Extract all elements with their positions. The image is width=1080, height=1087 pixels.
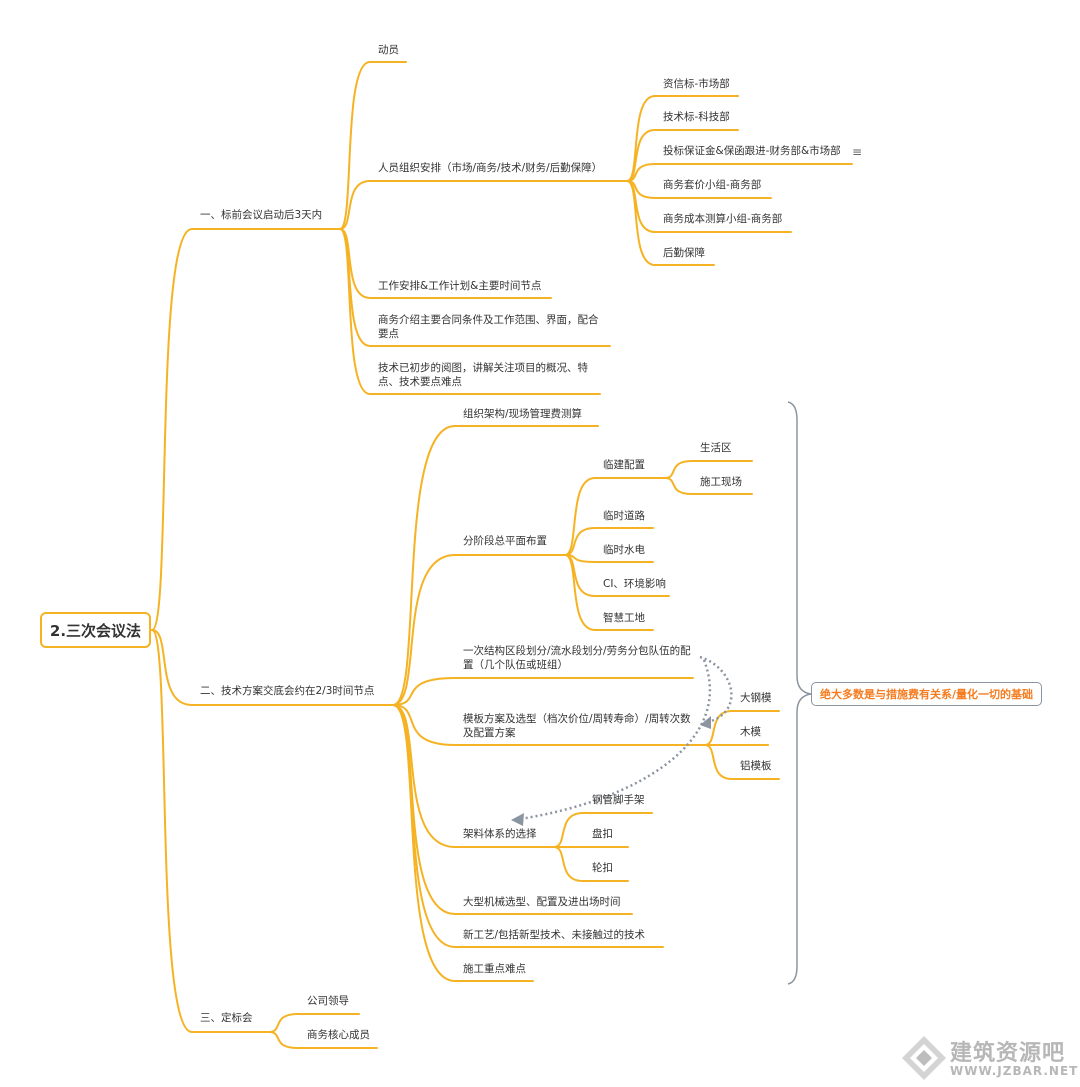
b1-connector xyxy=(339,228,601,395)
root-topic[interactable]: 2.三次会议法 xyxy=(40,612,151,648)
diamond-logo-icon xyxy=(902,1036,946,1080)
b2-formwork-item[interactable]: 大钢模 xyxy=(740,692,772,704)
b3-item[interactable]: 公司领导 xyxy=(307,995,349,1007)
main-branch-line xyxy=(151,629,394,706)
b1-staffing[interactable]: 人员组织安排（市场/商务/技术/财务/后勤保障） xyxy=(378,162,603,174)
watermark: 建筑资源吧 WWW.JZBAR.NET xyxy=(900,1032,1079,1084)
b2-layout-item[interactable]: CI、环境影响 xyxy=(603,578,666,590)
main-branch-line xyxy=(151,228,341,631)
b1-connector xyxy=(339,61,407,230)
b2-temp-facilities-item[interactable]: 生活区 xyxy=(700,442,732,454)
b2-key-difficulties[interactable]: 施工重点难点 xyxy=(463,963,526,975)
b1-commercial-intro[interactable]: 商务介绍主要合同条件及工作范围、界面，配合要点 xyxy=(378,314,599,340)
b1-technical-review[interactable]: 技术已初步的阅图，讲解关注项目的概况、特点、技术要点难点 xyxy=(378,362,588,388)
branch-3-label[interactable]: 三、定标会 xyxy=(200,1012,253,1024)
summary-callout[interactable]: 绝大多数是与措施费有关系/量化一切的基础 xyxy=(811,682,1042,706)
b2-formwork-connector xyxy=(704,710,780,746)
b2-layout-connector xyxy=(564,554,654,631)
b1-staffing-connector xyxy=(626,129,739,182)
b1-staffing-connector xyxy=(626,163,853,182)
b2-scaffold-item[interactable]: 盘扣 xyxy=(592,828,613,840)
b2-connector xyxy=(392,704,555,848)
note-icon[interactable]: ≡ xyxy=(852,145,863,159)
b2-scaffold-connector xyxy=(553,812,653,848)
b2-layout-item[interactable]: 临时道路 xyxy=(603,510,645,522)
b2-layout-item[interactable]: 智慧工地 xyxy=(603,612,645,624)
b2-connector xyxy=(392,704,534,982)
summary-bracket xyxy=(787,401,812,985)
relation-line-scaffold xyxy=(519,659,712,821)
b2-facility-connector xyxy=(664,477,753,495)
b2-temp-facilities-item[interactable]: 施工现场 xyxy=(700,476,742,488)
b3-connector xyxy=(268,1013,360,1033)
b2-connector xyxy=(392,554,566,706)
relation-arrowhead-formwork xyxy=(700,716,711,729)
b2-organization[interactable]: 组织架构/现场管理费测算 xyxy=(463,408,583,420)
main-branch-line xyxy=(151,629,270,1033)
b1-staffing-item[interactable]: 后勤保障 xyxy=(663,247,705,259)
b2-facility-connector xyxy=(664,460,753,479)
b2-temp-facilities[interactable]: 临建配置 xyxy=(603,459,645,471)
b2-scaffold-item[interactable]: 钢管脚手架 xyxy=(592,794,645,806)
branch-1-label[interactable]: 一、标前会议启动后3天内 xyxy=(200,209,323,221)
b1-mobilization[interactable]: 动员 xyxy=(378,44,399,56)
b2-structure-zoning[interactable]: 一次结构区段划分/流水段划分/劳务分包队伍的配置（几个队伍或班组） xyxy=(463,645,691,671)
b2-site-layout[interactable]: 分阶段总平面布置 xyxy=(463,535,547,547)
b2-new-process[interactable]: 新工艺/包括新型技术、未接触过的技术 xyxy=(463,929,646,941)
b3-connector xyxy=(268,1031,378,1049)
b2-scaffold-item[interactable]: 轮扣 xyxy=(592,862,613,874)
b2-layout-connector xyxy=(564,527,654,556)
b1-staffing-connector xyxy=(626,180,715,266)
b1-work-plan[interactable]: 工作安排&工作计划&主要时间节点 xyxy=(378,280,542,292)
b2-connector xyxy=(392,677,694,706)
relation-arrowhead-scaffold xyxy=(511,813,524,826)
b2-scaffold-connector xyxy=(553,846,629,882)
b2-layout-connector xyxy=(564,477,666,556)
relation-line-formwork xyxy=(699,655,733,724)
watermark-url: WWW.JZBAR.NET xyxy=(950,1064,1079,1078)
b1-staffing-item[interactable]: 商务套价小组-商务部 xyxy=(663,179,762,191)
b1-staffing-connector xyxy=(626,95,739,182)
b1-staffing-item[interactable]: 商务成本测算小组-商务部 xyxy=(663,213,783,225)
branch-2-label[interactable]: 二、技术方案交底会约在2/3时间节点 xyxy=(200,685,375,697)
b2-layout-item[interactable]: 临时水电 xyxy=(603,544,645,556)
b2-connector xyxy=(392,704,664,948)
b2-connector xyxy=(392,425,599,706)
watermark-title: 建筑资源吧 xyxy=(950,1041,1066,1066)
b2-connector xyxy=(392,704,769,746)
b1-staffing-item[interactable]: 投标保证金&保函跟进-财务部&市场部 xyxy=(663,145,841,157)
b2-scaffold-system[interactable]: 架料体系的选择 xyxy=(463,828,537,840)
b2-machinery[interactable]: 大型机械选型、配置及进出场时间 xyxy=(463,896,621,908)
b1-connector xyxy=(339,180,628,230)
b2-formwork-item[interactable]: 铝模板 xyxy=(740,760,772,772)
b2-formwork-item[interactable]: 木模 xyxy=(740,726,761,738)
b2-formwork-connector xyxy=(704,744,780,780)
b1-staffing-item[interactable]: 资信标-市场部 xyxy=(663,78,730,90)
b1-staffing-item[interactable]: 技术标-科技部 xyxy=(663,111,730,123)
b3-item[interactable]: 商务核心成员 xyxy=(307,1029,370,1041)
b2-formwork-plan[interactable]: 模板方案及选型（档次价位/周转寿命）/周转次数及配置方案 xyxy=(463,713,691,739)
